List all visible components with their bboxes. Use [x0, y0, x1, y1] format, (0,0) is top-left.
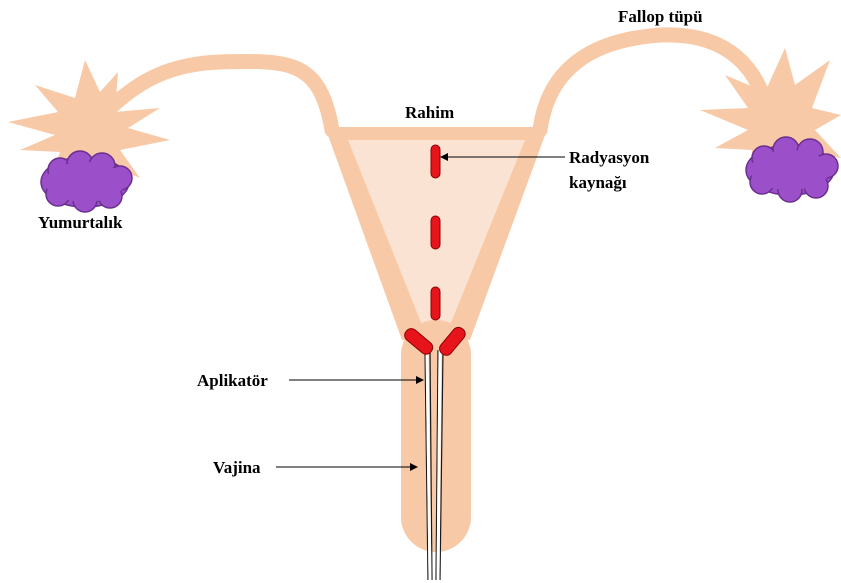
radiation-source-3 — [431, 287, 440, 320]
uterus-label: Rahim — [405, 103, 454, 122]
vagina-pointer — [276, 463, 418, 471]
radiation-source-label-line1: Radyasyon — [569, 148, 650, 167]
radiation-source-label-line2: kaynağı — [569, 173, 627, 192]
radiation-source-2 — [431, 216, 440, 249]
fallopian-tube-label: Fallop tüpü — [618, 7, 703, 26]
applicator-label: Aplikatör — [197, 371, 268, 390]
radiation-source-1 — [431, 145, 440, 178]
left-fallopian-tube — [110, 61, 332, 130]
vagina-label: Vajina — [213, 458, 261, 477]
ovary-label: Yumurtalık — [38, 213, 123, 232]
